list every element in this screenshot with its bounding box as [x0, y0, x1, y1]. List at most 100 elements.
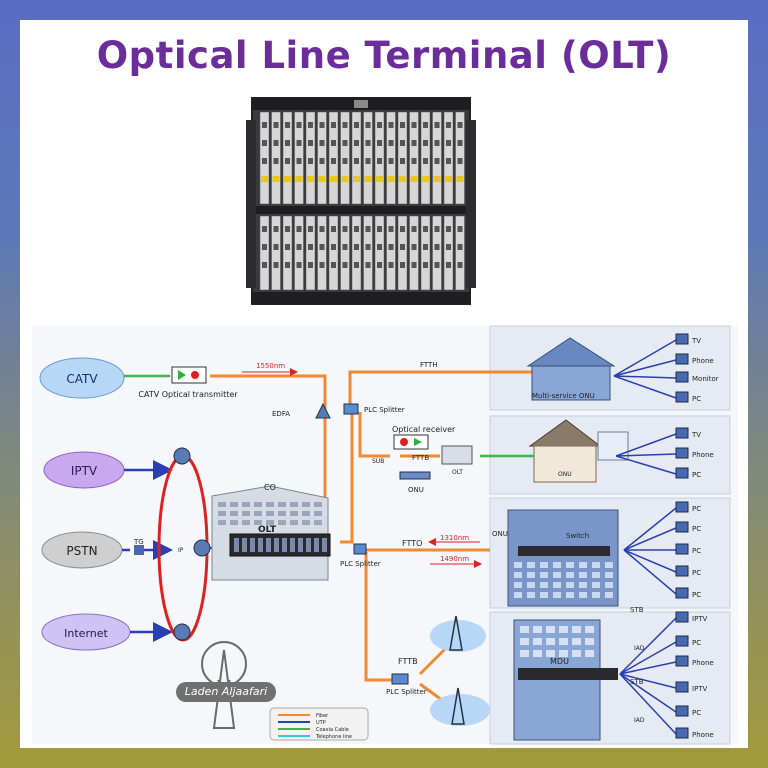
building-window — [314, 502, 322, 507]
device-link — [619, 673, 677, 713]
chassis-slots-bottom — [259, 215, 465, 291]
chassis-slot-port — [262, 262, 267, 268]
device-link — [623, 507, 677, 551]
olt-network-diagram: CATV CATV Optical transmitter 1550nm EDF… — [32, 325, 738, 745]
building-window — [546, 626, 555, 633]
device-link — [613, 375, 677, 399]
chassis-slot-port — [423, 140, 428, 146]
building-window — [254, 502, 262, 507]
building-window — [533, 650, 542, 657]
chassis-slot-port — [354, 244, 359, 250]
device-label: PC — [692, 639, 701, 647]
chassis-slot-port — [423, 158, 428, 164]
building-window — [527, 562, 535, 568]
chassis-slot-label — [353, 176, 360, 182]
device-icon — [675, 371, 689, 383]
chassis-slot-port — [388, 158, 394, 164]
chassis-slot-card — [351, 215, 362, 291]
building-window — [572, 650, 581, 657]
building-window — [242, 502, 250, 507]
building-window — [242, 511, 250, 516]
chassis-slot-port — [296, 226, 302, 232]
chassis-right-ear — [466, 120, 476, 288]
chassis-slot-port — [457, 122, 463, 128]
building-window — [566, 562, 574, 568]
device-label: PC — [692, 505, 701, 513]
building-window — [254, 520, 262, 525]
device-icon — [675, 635, 689, 647]
chassis-slot-port — [446, 262, 451, 268]
chassis-slot-port — [296, 262, 302, 268]
internet-cloud: Internet — [41, 613, 131, 651]
building-window — [520, 638, 529, 645]
page-title: Optical Line Terminal (OLT) — [96, 34, 672, 77]
building-window — [546, 638, 555, 645]
chassis-slot-port — [319, 158, 325, 164]
chassis-slot-port — [434, 122, 440, 128]
chassis-slot-port — [319, 244, 325, 250]
chassis-slot-port — [388, 140, 394, 146]
office-building — [507, 509, 619, 607]
building-window — [553, 582, 561, 588]
optical-receiver-icon — [393, 434, 429, 450]
olt-port — [250, 538, 255, 552]
chassis-slot-card — [443, 215, 454, 291]
chassis-slot-port — [423, 122, 428, 128]
chassis-slot-port — [423, 244, 428, 250]
building-window — [546, 650, 555, 657]
building-window — [314, 511, 322, 516]
chassis-slot-port — [377, 122, 382, 128]
building-window — [559, 626, 568, 633]
chassis-slot-port — [331, 244, 336, 250]
building-window — [218, 520, 226, 525]
chassis-slot-label — [261, 176, 268, 182]
device-icon — [675, 333, 689, 345]
device-label: TV — [691, 431, 701, 439]
chassis-slot-port — [377, 158, 382, 164]
chassis-slot-port — [342, 140, 348, 146]
building-window — [585, 626, 594, 633]
device-link — [613, 359, 677, 377]
building-window — [585, 638, 594, 645]
chassis-slot-label — [399, 176, 406, 182]
chassis-slot-label — [445, 176, 452, 182]
watermark-label: Laden Aljaafari — [176, 682, 276, 702]
device-label: Phone — [692, 731, 714, 739]
device-link — [613, 339, 677, 377]
chassis-slot-label — [433, 176, 441, 182]
chassis-slot-port — [331, 226, 336, 232]
tower-lower — [430, 687, 490, 726]
plc-splitter-top-label: PLC Splitter — [364, 406, 405, 414]
device-label: PC — [692, 525, 701, 533]
edfa-icon — [315, 402, 331, 419]
mdu-building-windows — [520, 626, 594, 657]
chassis-slot-label — [376, 176, 383, 182]
device-link — [615, 455, 677, 475]
building-window — [559, 650, 568, 657]
mdu-device — [518, 668, 618, 680]
device-icon — [675, 565, 689, 577]
building-window — [218, 511, 226, 516]
chassis-slot-port — [365, 226, 371, 232]
building-window — [572, 638, 581, 645]
chassis-slot-port — [446, 122, 451, 128]
chassis-slot-port — [273, 140, 279, 146]
tg-label: TG — [133, 538, 144, 546]
fttb-bottom-label: FTTB — [398, 657, 418, 666]
chassis-slot-port — [388, 226, 394, 232]
device-label: PC — [692, 547, 701, 555]
device-link — [619, 673, 677, 689]
onu-mid-label: ONU — [408, 486, 424, 494]
ftth-label: FTTH — [420, 361, 438, 369]
building-window — [559, 638, 568, 645]
building-window — [314, 520, 322, 525]
chassis-slot-port — [446, 140, 451, 146]
device-link — [623, 549, 677, 573]
chassis-slot-port — [400, 158, 405, 164]
building-window — [533, 626, 542, 633]
chassis-slot-port — [342, 262, 348, 268]
building-window — [585, 650, 594, 657]
building-window — [290, 520, 298, 525]
plc-splitter-main-icon — [353, 543, 367, 555]
